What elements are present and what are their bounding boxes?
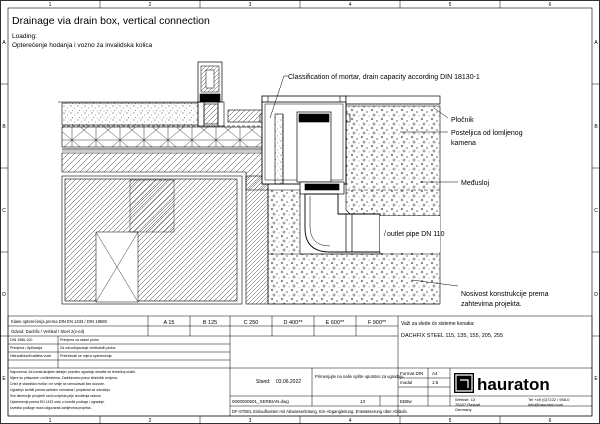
logo-text: hauraton: [477, 375, 550, 394]
fine-print-line: Ugradnju izvršiti prema važećim normama …: [10, 388, 111, 392]
address-line: 76437 Rastatt: [455, 402, 481, 407]
grid-label: C: [2, 208, 6, 214]
load-class: C 250: [244, 320, 259, 326]
contact-line: info@hauraton.com: [528, 402, 564, 407]
modul-value: 1:5: [432, 380, 439, 385]
address-line: Germany: [455, 407, 471, 412]
callout-leaders: [269, 75, 459, 287]
grid-label: 4: [349, 418, 352, 424]
load-class: A 15: [163, 320, 174, 326]
title-block: [7, 315, 593, 417]
grid-label: 6: [549, 418, 552, 424]
fine-print-line: Sve dimenzije provjeriti na licu mjesta …: [10, 394, 101, 398]
crushed-stone-bed: [345, 105, 441, 217]
load-class: F 900**: [368, 320, 387, 326]
grid-label: 1: [49, 2, 52, 8]
grid-label: C: [594, 208, 598, 214]
small-row-label: Hidraulička/Kvaliteta vode: [10, 354, 51, 358]
insulation-layer: [61, 126, 263, 148]
fine-print: Napomena: Za konstrukcijske detalje i pr…: [10, 370, 136, 410]
format-label: Format DIN: [400, 371, 423, 376]
hauraton-logo: hauraton: [454, 373, 550, 394]
callout-plocnik: Pločnik: [451, 117, 474, 124]
grid-labels-bottom: 1 2 3 4 5 6: [49, 418, 552, 424]
grid-label: 3: [249, 418, 252, 424]
grid-label: 5: [449, 2, 452, 8]
grid-labels-right: A B C D E: [594, 40, 598, 382]
standard-line: Klase opterećenja prema DIN EN 1433 / DI…: [11, 319, 108, 324]
format-value: A4: [432, 371, 438, 376]
version: EB8w: [400, 399, 413, 404]
modul-label: modul: [400, 380, 412, 385]
approval-note: Primenjujte na naše opšte uputstvo za ug…: [315, 374, 405, 379]
loading-label: Loading:: [12, 33, 37, 40]
page-number: 13: [360, 399, 366, 404]
systems-list: DACHFIX STEEL 115, 135, 155, 205, 255: [401, 333, 503, 339]
load-class: B 125: [203, 320, 217, 326]
systems-heading: Važi za slede će sisteme konaka:: [401, 321, 475, 327]
address-line: Werkstr. 13: [455, 397, 476, 402]
grid-label: 4: [349, 2, 352, 8]
grid-label: A: [2, 40, 6, 46]
callout-mortar: Classification of mortar, drain capacity…: [288, 74, 480, 81]
small-row-value: Za odvodnjavanje vertikalnih ploha: [60, 346, 115, 350]
loading-value: Opterećenje hodanja i vozno za invalidsk…: [12, 42, 153, 49]
grid-label: 5: [449, 418, 452, 424]
grid-label: B: [2, 124, 6, 130]
callout-posteljica-1: Posteljica od lomljenog: [451, 130, 523, 137]
fine-print-line: Napomena: Za konstrukcijske detalje i pr…: [10, 370, 136, 374]
paving-slab: [345, 95, 441, 105]
company-address: Werkstr. 13 76437 Rastatt Germany Tel +4…: [455, 397, 570, 412]
fine-print-line: Opterećenje prema EN 1433 ovisi o izvedb…: [10, 400, 105, 404]
grid-label: E: [2, 376, 6, 382]
callout-posteljica-2: kamena: [451, 140, 476, 147]
contact-line: Tel +49 (0)7222 / 958-0: [528, 397, 570, 402]
grid-label: 6: [549, 2, 552, 8]
callout-medjusloj: Međusloj: [461, 180, 489, 187]
fine-print-line: Mjere su prikazane u milimetrima. Zadrža…: [10, 376, 118, 380]
grid-labels-left: A B C D E: [2, 40, 6, 382]
callout-nosivost-2: zahtevima projekta.: [461, 301, 522, 308]
small-row-value: Primjena za radne plohe: [60, 338, 99, 342]
door-threshold: [197, 61, 225, 127]
fine-print-line: Crtež je vlasništvo tvrtke i ne smije se…: [10, 382, 105, 386]
section-drawing: [58, 61, 441, 305]
grid-label: D: [2, 292, 6, 298]
drawing-number: 0000000501_SERBIAN.dwg: [232, 399, 289, 404]
wall-block: [61, 175, 243, 305]
grid-label: D: [594, 292, 598, 298]
grid-labels-top: 1 2 3 4 5 6: [49, 2, 552, 8]
grid-label: B: [594, 124, 598, 130]
grid-label: 2: [149, 418, 152, 424]
fine-print-line: Izvedba podloge mora odgovarati zahtjevi…: [10, 406, 91, 410]
wall-insulation: [95, 179, 175, 303]
grid-label: 3: [249, 2, 252, 8]
grid-label: A: [594, 40, 598, 46]
load-class: E 600**: [326, 320, 346, 326]
grid-label: 2: [149, 2, 152, 8]
small-row-label: Primjena / Aplikacija: [10, 346, 42, 350]
callout-nosivost-1: Nosivost konstrukcije prema: [461, 291, 549, 298]
concrete-slab-top: [61, 102, 199, 126]
stand-label: Stand:: [256, 379, 270, 385]
drawing-title: Drainage via drain box, vertical connect…: [12, 15, 210, 27]
stand-value: 03.06.2022: [276, 379, 301, 385]
callout-outlet-pipe: outlet pipe DN 110: [387, 231, 445, 238]
grid-label: 1: [49, 418, 52, 424]
grid-label: E: [594, 376, 598, 382]
load-classes: A 15 B 125 C 250 D 400** E 600** F 900**: [163, 320, 387, 326]
footer-line: DF-STEEL Einlaufkasten mit Abwasserleitu…: [232, 409, 408, 414]
small-row-value: Pridržavati se mjera opterećenja: [60, 354, 112, 358]
load-class: D 400**: [284, 320, 304, 326]
note-line: Odvod: Dachfix / Vertikal / Steel 2(x-ed…: [11, 329, 85, 334]
drain-box: [261, 95, 347, 195]
small-row-label: DIN 1986-100: [10, 338, 32, 342]
